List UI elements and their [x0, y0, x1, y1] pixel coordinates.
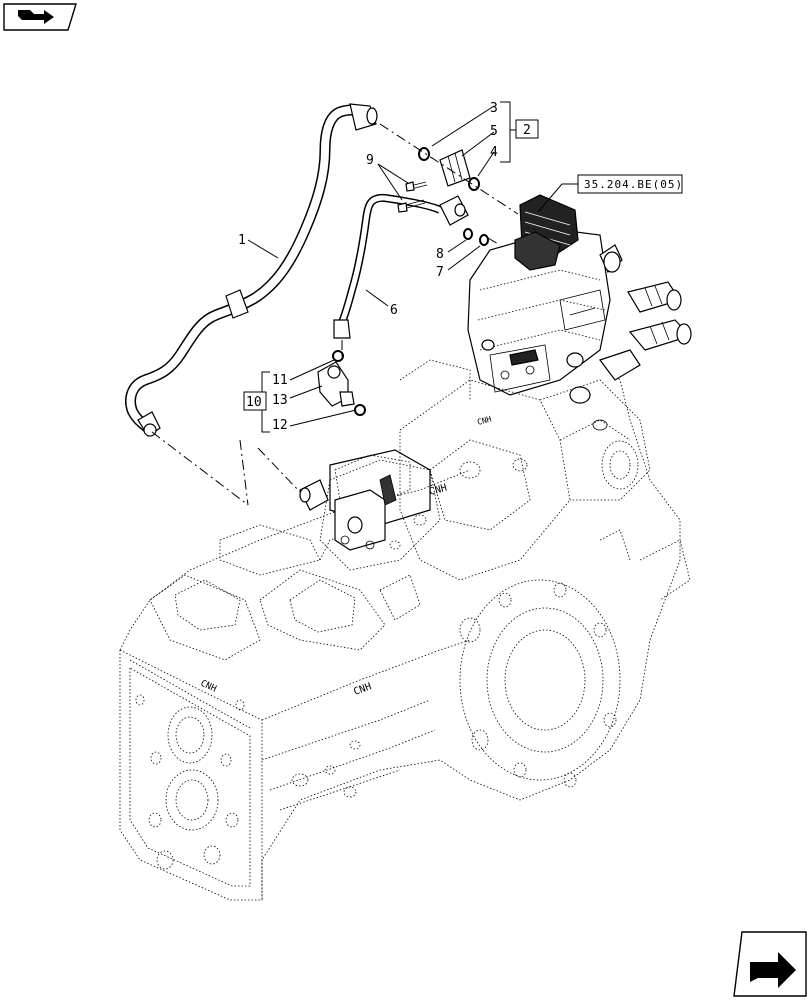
o-ring-11: [332, 350, 344, 362]
o-ring-7: [479, 234, 489, 246]
callout-10: 10: [246, 395, 262, 410]
quick-coupler: [628, 319, 692, 351]
elbow-fitting-13: [317, 361, 355, 407]
control-valve-block: [467, 194, 692, 431]
quick-coupler: [599, 244, 623, 273]
previous-page-arrow-icon[interactable]: [733, 931, 807, 997]
svg-text:CNH: CNH: [476, 414, 492, 426]
callout-1: 1: [238, 233, 246, 248]
callout-6: 6: [390, 303, 398, 318]
o-ring-8: [463, 228, 473, 240]
book-arrow-icon[interactable]: [3, 3, 77, 31]
callout-12: 12: [272, 418, 288, 433]
callout-4: 4: [490, 145, 498, 160]
hydraulic-pump: [299, 449, 431, 551]
callout-8: 8: [436, 247, 444, 262]
callout-10-box: [243, 391, 267, 411]
flange-fitting: [397, 181, 469, 226]
callout-3: 3: [490, 101, 498, 116]
callout-labels: 3 5 4 2 9 8 7 1 6 11 13 12 10 35.204.BE(…: [238, 101, 683, 433]
o-ring-12: [354, 404, 366, 416]
assembly-center-lines: [151, 123, 519, 506]
svg-text:CNH: CNH: [428, 483, 448, 498]
reference-label[interactable]: 35.204.BE(05): [584, 178, 683, 191]
o-ring-4: [468, 177, 480, 191]
svg-text:CNH: CNH: [199, 679, 218, 695]
callout-13: 13: [272, 393, 288, 408]
reference-box[interactable]: [577, 174, 683, 194]
callout-2: 2: [523, 123, 531, 138]
callout-7: 7: [436, 265, 444, 280]
o-ring-3: [418, 147, 430, 161]
adapter-fitting-5: [439, 149, 471, 187]
callout-9: 9: [366, 153, 374, 168]
hydraulic-tube-6: [333, 193, 442, 339]
transmission-housing: CNH CNH CNH CNH: [119, 359, 691, 901]
svg-text:CNH: CNH: [352, 681, 373, 698]
callout-5: 5: [490, 124, 498, 139]
callout-11: 11: [272, 373, 288, 388]
hydraulic-tube-1: [125, 103, 378, 437]
quick-coupler: [627, 281, 682, 313]
callout-2-box: [515, 119, 539, 139]
